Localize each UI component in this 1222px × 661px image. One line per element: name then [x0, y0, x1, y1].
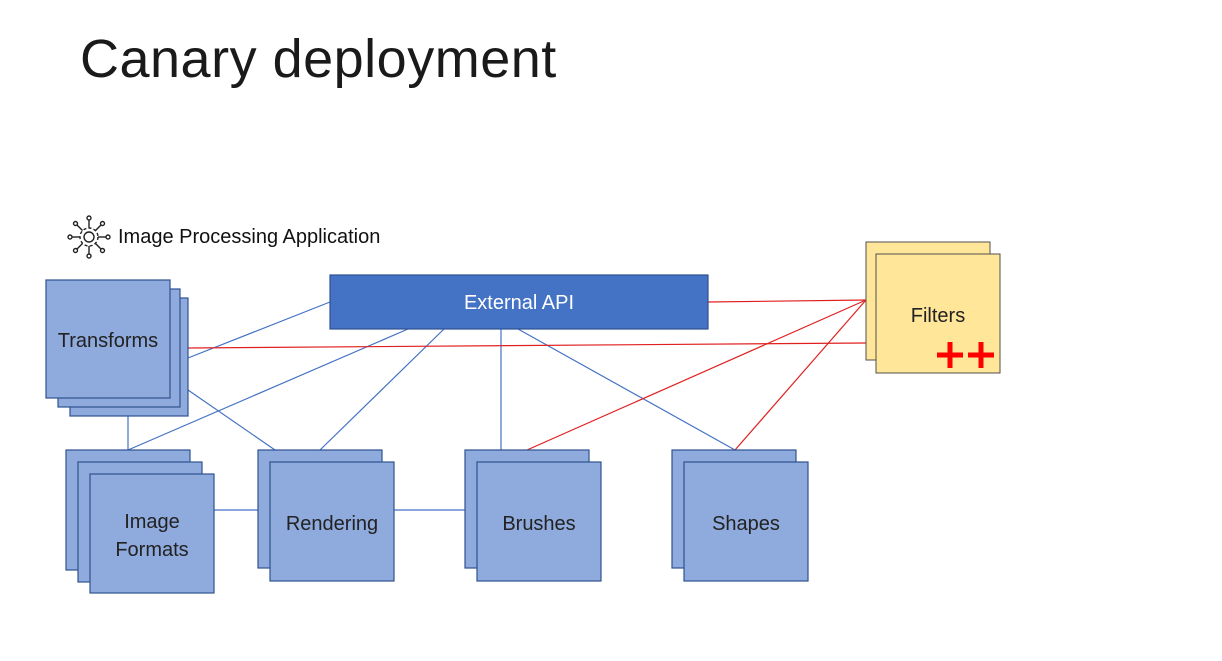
rendering-label: Rendering: [286, 513, 378, 535]
canary-link-api: [707, 299, 867, 303]
brushes-label: Brushes: [502, 513, 575, 535]
application-label: Image Processing Application: [118, 226, 381, 248]
link-api-transforms: [187, 301, 331, 359]
image-formats-label-line1: Image: [124, 511, 180, 533]
link-api-image-formats: [127, 328, 409, 451]
shapes-node: Shapes: [671, 449, 809, 582]
link-api-rendering: [319, 328, 445, 451]
canary-link-transforms: [187, 342, 867, 349]
canary-link-brushes: [526, 299, 867, 451]
external-api-label: External API: [464, 292, 574, 314]
transforms-label: Transforms: [58, 330, 158, 352]
external-api-node: External API: [329, 274, 709, 330]
page-title: Canary deployment: [80, 29, 557, 89]
filters-node: Filters: [865, 241, 1001, 374]
image-formats-node: Image Formats: [65, 449, 215, 594]
transforms-node: Transforms: [45, 279, 189, 417]
link-api-shapes: [517, 328, 736, 451]
shapes-label: Shapes: [712, 513, 780, 535]
new-version-plus-icon: [937, 342, 994, 368]
brushes-node: Brushes: [464, 449, 602, 582]
rendering-node: Rendering: [257, 449, 395, 582]
image-formats-label-line2: Formats: [115, 539, 188, 561]
link-transforms-rendering: [187, 389, 276, 451]
filters-label: Filters: [911, 305, 965, 327]
canary-link-shapes: [734, 299, 867, 451]
network-gear-icon: [67, 215, 111, 259]
canary-links: [187, 299, 867, 451]
service-links: [127, 301, 736, 511]
